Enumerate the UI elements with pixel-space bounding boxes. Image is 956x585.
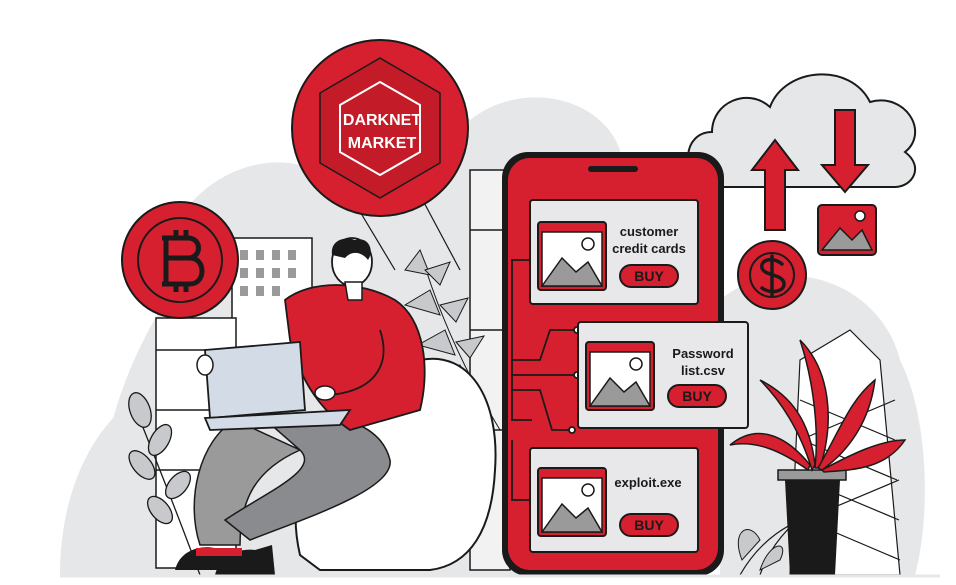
bitcoin-icon [121, 201, 239, 319]
listing-card: customer credit cards BUY [529, 199, 699, 305]
listing-title-line-1: Password [672, 346, 733, 361]
listing-card: Password list.csv BUY [577, 321, 749, 429]
cloud-image-icon [817, 204, 877, 256]
image-icon [585, 341, 655, 411]
listing-title-line-2: list.csv [681, 363, 726, 378]
circuit-lines [511, 259, 581, 501]
upload-arrow-icon [749, 138, 801, 231]
dollar-coin-icon [737, 240, 807, 310]
plant-icon [729, 339, 907, 576]
buy-button[interactable]: BUY [619, 513, 679, 537]
cloud-icon [687, 73, 917, 188]
buy-button-label: BUY [634, 517, 664, 533]
listing-title-line-2: credit cards [612, 241, 686, 256]
buy-button-label: BUY [634, 268, 664, 284]
image-icon [537, 467, 607, 537]
download-arrow-icon [819, 109, 871, 194]
person-with-laptop [175, 237, 497, 575]
buy-button-label: BUY [682, 388, 712, 404]
darknet-market-badge: DARKNET MARKET [291, 39, 469, 271]
buy-button[interactable]: BUY [619, 264, 679, 288]
listing-title-line-1: customer [620, 224, 679, 239]
listing-card: exploit.exe BUY [529, 447, 699, 553]
buy-button[interactable]: BUY [667, 384, 727, 408]
badge-line-1: DARKNET [343, 112, 421, 129]
image-icon [537, 221, 607, 291]
left-leaf-plant [128, 392, 201, 576]
badge-line-2: MARKET [348, 135, 417, 152]
listing-title: exploit.exe [614, 475, 681, 490]
